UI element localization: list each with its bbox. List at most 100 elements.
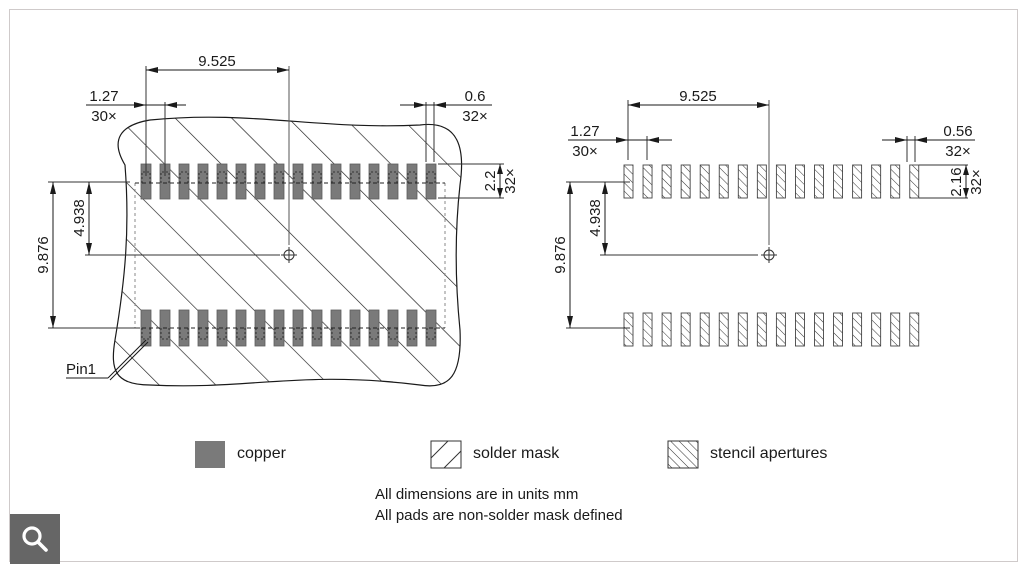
left-footprint: 9.525 1.27 30× 0.6 32× 2.2 32× 9.876: [35, 53, 519, 387]
right-half-row-dimension: 4.938: [587, 199, 604, 237]
stencil-aperture: [756, 164, 767, 199]
stencil-aperture: [699, 164, 710, 199]
stencil-aperture: [661, 312, 672, 347]
copper-pad: [197, 163, 209, 200]
pin-outline: [179, 171, 189, 183]
pin-outline: [179, 328, 189, 340]
right-pad-width-dimension: 0.56: [943, 123, 972, 140]
pin-outline: [293, 328, 303, 340]
left-pad-width-dimension: 0.6: [465, 88, 486, 105]
stencil-aperture: [795, 312, 805, 347]
pin-outline: [141, 171, 151, 183]
pin-outline: [426, 328, 436, 340]
stencil-aperture: [852, 164, 863, 199]
left-pitch-count: 30×: [91, 108, 116, 125]
copper-pad: [235, 163, 247, 200]
pin-outline: [312, 171, 322, 183]
copper-pad: [425, 163, 437, 200]
copper-pad: [216, 163, 228, 200]
stencil-aperture: [909, 164, 920, 199]
stencil-aperture: [642, 164, 653, 199]
pin-outline: [426, 171, 436, 183]
stencil-aperture: [871, 164, 882, 199]
copper-pad: [406, 163, 418, 200]
right-pad-height-count: 32×: [968, 169, 985, 194]
pin-outline: [350, 328, 360, 340]
stencil-aperture: [775, 164, 786, 199]
pin-outline: [274, 171, 284, 183]
legend-solder-mask-label: solder mask: [473, 445, 560, 462]
pin-outline: [312, 328, 322, 340]
center-marker-icon: [761, 247, 777, 263]
left-pads-top-row: [140, 163, 437, 200]
right-pads-top-row: [623, 164, 920, 199]
pin1-label: Pin1: [66, 361, 96, 378]
zoom-button[interactable]: [10, 514, 60, 564]
stencil-aperture: [718, 312, 729, 347]
stencil-aperture: [756, 312, 767, 347]
pin-outline: [160, 328, 170, 340]
copper-pad: [311, 163, 323, 200]
right-pad-width-count: 32×: [945, 143, 970, 160]
pad-dashed-centerline: [135, 171, 445, 340]
pin-outline: [388, 328, 398, 340]
stencil-aperture: [814, 312, 824, 347]
stencil-aperture: [909, 312, 920, 347]
stencil-aperture: [871, 312, 882, 347]
pin-outline: [331, 328, 341, 340]
pin-outline: [198, 171, 208, 183]
stencil-aperture: [699, 312, 710, 347]
stencil-aperture: [890, 164, 901, 199]
pin-outline: [331, 171, 341, 183]
copper-pad: [178, 163, 190, 200]
center-marker-icon: [281, 247, 297, 263]
magnifier-icon: [22, 526, 48, 552]
copper-pad: [330, 163, 342, 200]
right-span-dimension: 9.525: [679, 88, 717, 105]
pin-outline: [255, 171, 265, 183]
pin-outline: [217, 171, 227, 183]
pin-outline: [141, 328, 151, 340]
stencil-aperture: [890, 312, 901, 347]
left-span-dimension: 9.525: [198, 53, 236, 70]
left-half-row-dimension: 4.938: [71, 199, 88, 237]
stencil-aperture: [775, 312, 786, 347]
left-pad-width-count: 32×: [462, 108, 487, 125]
legend-stencil-label: stencil apertures: [710, 445, 828, 462]
pin-outline: [217, 328, 227, 340]
legend-stencil-swatch: [667, 440, 699, 469]
pin-outline: [236, 171, 246, 183]
copper-pad: [349, 163, 361, 200]
stencil-aperture: [642, 312, 653, 347]
pin-outline: [198, 328, 208, 340]
stencil-aperture: [737, 164, 748, 199]
stencil-aperture: [833, 312, 843, 347]
stencil-aperture: [814, 164, 824, 199]
pin-outline: [369, 171, 379, 183]
legend-solder-mask-swatch: [430, 440, 462, 469]
copper-pad: [292, 163, 304, 200]
stencil-aperture: [833, 164, 843, 199]
pin-outline: [407, 328, 417, 340]
pin-outline: [274, 328, 284, 340]
stencil-aperture: [680, 312, 691, 347]
stencil-aperture: [661, 164, 672, 199]
left-pad-height-count: 32×: [502, 168, 519, 193]
copper-pad: [254, 163, 266, 200]
note-pads: All pads are non-solder mask defined: [375, 507, 623, 524]
pin-outline: [388, 171, 398, 183]
left-row-distance-dimension: 9.876: [35, 236, 52, 274]
pin-outline: [255, 328, 265, 340]
left-pitch-dimension: 1.27: [89, 88, 118, 105]
note-units: All dimensions are in units mm: [375, 486, 579, 503]
stencil-aperture: [680, 164, 691, 199]
pin-outline: [369, 328, 379, 340]
stencil-aperture: [737, 312, 748, 347]
pin-outline: [236, 328, 246, 340]
pin-outline: [160, 171, 170, 183]
right-footprint: 9.525 1.27 30× 0.56 32× 2.16 32× 9.876: [552, 88, 985, 347]
right-pads-bottom-row: [623, 312, 920, 347]
legend-copper-label: copper: [237, 445, 286, 462]
copper-pad: [387, 163, 399, 200]
